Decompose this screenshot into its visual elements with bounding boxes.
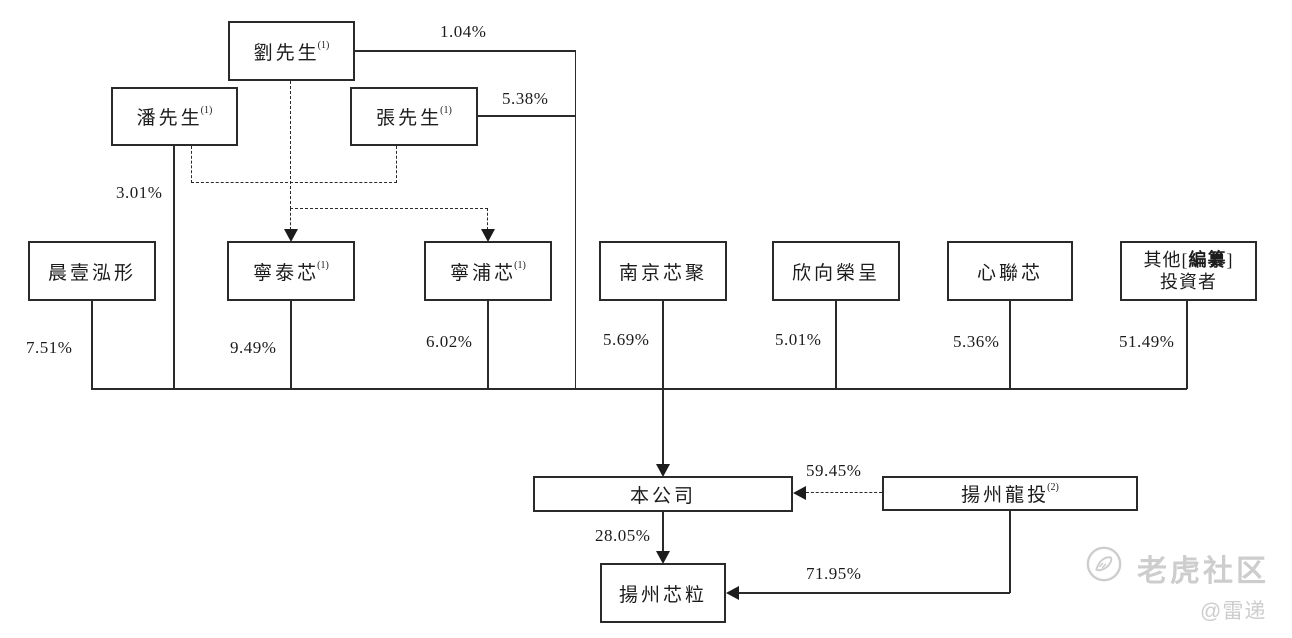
node-xinxiang-rongcheng: 欣向榮呈 [772,241,900,301]
pct-nanjing-to-company: 5.69% [603,330,650,349]
node-the-company: 本公司 [533,476,793,512]
pct-xinlian-to-company: 5.36% [953,332,1000,351]
dashed-zhang-down [396,146,397,183]
node-chenyi-hongxing: 晨壹泓形 [28,241,156,301]
arrow-down-ningtai-icon [284,229,298,242]
node-yangzhou-xinli: 揚州芯粒 [600,563,726,623]
pct-other-to-company: 51.49% [1119,332,1175,351]
tiger-community-logo-icon [1086,546,1122,582]
connector-liu-right [355,50,576,52]
pct-liu-to-company: 1.04% [440,22,487,41]
pct-ningpu-to-company: 6.02% [426,332,473,351]
node-yangzhou-longtou: 揚州龍投(2) [882,476,1138,511]
node-label: 寧泰芯 [253,262,320,284]
connector-chenyi-down [91,301,93,389]
node-label: 揚州芯粒 [618,584,707,606]
node-label: 張先生 [376,108,443,129]
connector-zhang-right [478,115,576,117]
watermark-brand: 老虎社区 [1137,555,1269,588]
node-label: 晨壹泓形 [47,262,136,284]
footnote-sup: (1) [317,39,330,51]
dashed-pan-zhang-bridge [191,182,397,183]
dashed-into-ningtai [290,208,291,230]
redacted-tag: 編纂 [1188,249,1227,270]
arrow-down-xinli-icon [656,551,670,564]
node-nanjing-xinju: 南京芯聚 [599,241,727,301]
dashed-pan-down [191,146,192,183]
node-mr-zhang: 張先生(1) [350,87,478,146]
node-label: 心聯芯 [976,262,1043,284]
connector-ningtai-down [290,301,292,389]
pct-ningtai-to-company: 9.49% [230,338,277,357]
node-xinlianxin: 心聯芯 [947,241,1073,301]
connector-pan-down [173,146,175,389]
footnote-sup: (1) [440,105,452,116]
dashed-into-ningpu [487,208,488,230]
connector-bus [91,388,1187,390]
pct-zhang-to-company: 5.38% [502,89,549,108]
pct-xinxiang-to-company: 5.01% [775,330,822,349]
footnote-sup: (1) [200,105,213,116]
node-label: 欣向榮呈 [791,262,880,284]
connector-xinlian-down [1009,301,1011,389]
footnote-sup: (1) [514,259,526,271]
node-ningpuxin: 寧浦芯(1) [424,241,552,301]
node-label: 潘先生 [136,108,203,129]
node-mr-liu: 劉先生(1) [228,21,355,81]
node-label: 南京芯聚 [618,262,707,284]
connector-bus-to-company [662,389,664,465]
connector-nanjing-down [662,301,664,389]
node-ningtaixin: 寧泰芯(1) [227,241,355,301]
node-label-line1: 其他[編纂] [1143,249,1234,270]
node-other-investors: 其他[編纂] 投資者 [1120,241,1257,301]
node-label: 寧浦芯 [450,262,517,284]
node-label: 劉先生 [253,42,320,64]
pct-pan-to-company: 3.01% [116,183,163,202]
pct-longtou-to-xinli: 71.95% [806,564,862,583]
pct-longtou-to-company: 59.45% [806,461,862,480]
connector-company-to-xinli [662,512,664,551]
pct-company-to-xinli: 28.05% [595,526,651,545]
footnote-sup: (1) [317,259,329,271]
dashed-split-bridge [290,208,488,209]
dashed-longtou-to-company [806,492,882,493]
node-label: 本公司 [629,485,696,507]
arrow-down-company-icon [656,464,670,477]
node-label: 揚州龍投 [961,485,1050,506]
watermark-handle: @雷递 [1200,600,1267,623]
connector-longtou-down [1009,511,1011,593]
pct-chenyi-to-company: 7.51% [26,338,73,357]
dashed-liu-down [290,81,291,209]
arrow-left-company-icon [793,486,806,500]
connector-other-down [1186,301,1188,389]
node-label-line2: 投資者 [1160,272,1217,292]
connector-xinxiang-down [835,301,837,389]
connector-longtou-to-xinli [738,592,1010,594]
arrow-left-xinli-icon [726,586,739,600]
connector-ningpu-down [487,301,489,389]
arrow-down-ningpu-icon [481,229,495,242]
node-mr-pan: 潘先生(1) [111,87,238,146]
footnote-sup: (2) [1047,482,1059,493]
connector-right-vertical [574,50,577,389]
